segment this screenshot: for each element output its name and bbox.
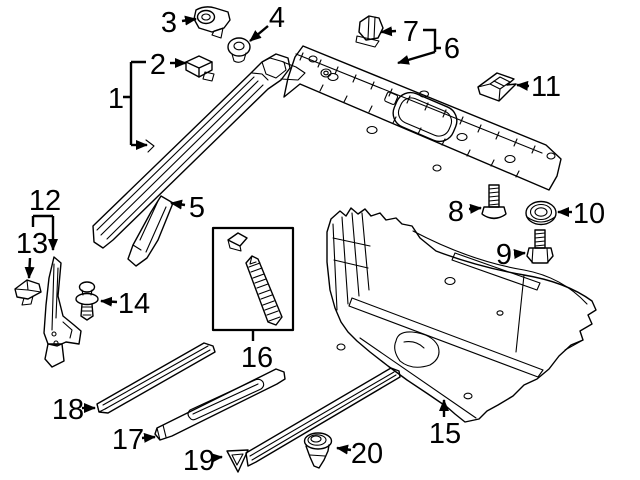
part-4-grommet [227,37,251,63]
callout-7: 7 [380,16,419,48]
part-13-bracket [14,279,42,306]
callout-label-12: 12 [29,185,61,217]
callout-label-19: 19 [183,445,215,477]
part-2-clip [185,55,215,82]
callout-label-14: 14 [118,288,150,320]
callout-13: 13 [16,228,48,279]
callout-label-5: 5 [189,192,205,224]
part-15-floor-covering [326,207,597,423]
part-19-sill-plate [226,367,401,473]
callout-16: 16 [241,330,273,374]
part-6-cowl-panel [283,45,562,191]
callout-5: 5 [170,192,205,224]
callout-3: 3 [161,7,197,39]
callout-label-10: 10 [573,198,605,230]
callout-20: 20 [336,438,383,470]
part-7-clip [355,15,384,48]
callout-label-2: 2 [150,49,166,81]
part-11-clip-nut [477,72,517,102]
callout-2: 2 [150,49,187,81]
part-14-push-pin [75,281,99,321]
callout-6: 6 [397,28,460,65]
callout-18: 18 [52,394,96,426]
part-10-grommet [525,200,557,226]
callout-label-13: 13 [16,228,48,260]
callout-8: 8 [448,196,482,228]
callouts: 1 2 3 4 5 6 7 8 [16,2,605,477]
callout-4: 4 [249,2,285,42]
callout-label-11: 11 [531,71,561,103]
callout-19: 19 [183,445,223,477]
callout-label-9: 9 [496,239,512,271]
callout-11: 11 [516,71,561,103]
callout-17: 17 [112,424,156,456]
part-12-b-pillar-lower-trim [43,256,82,368]
part-5-a-pillar-lower-trim [127,195,174,267]
callout-label-15: 15 [429,418,461,450]
part-9-bolt [526,229,554,264]
callout-12: 12 [29,185,61,251]
callout-9: 9 [496,239,526,271]
part-8-screw [481,184,507,220]
part-1-a-pillar-trim [92,53,306,249]
callout-label-7: 7 [403,16,419,48]
callout-15: 15 [429,399,461,450]
part-18-sill-plate [96,342,216,414]
callout-label-1: 1 [108,83,124,115]
callout-label-8: 8 [448,196,464,228]
part-3-clip [193,6,231,39]
callout-label-20: 20 [351,438,383,470]
part-16-boxed-trim [211,226,295,332]
callout-14: 14 [100,288,150,320]
part-20-push-pin [303,432,333,469]
callout-1: 1 [108,60,148,150]
callout-label-4: 4 [269,2,285,34]
callout-label-16: 16 [241,342,273,374]
callout-label-18: 18 [52,394,84,426]
callout-label-6: 6 [444,33,460,65]
callout-label-3: 3 [161,7,177,39]
part-17-sill-plate [154,368,286,441]
callout-label-17: 17 [112,424,144,456]
callout-10: 10 [557,198,605,230]
